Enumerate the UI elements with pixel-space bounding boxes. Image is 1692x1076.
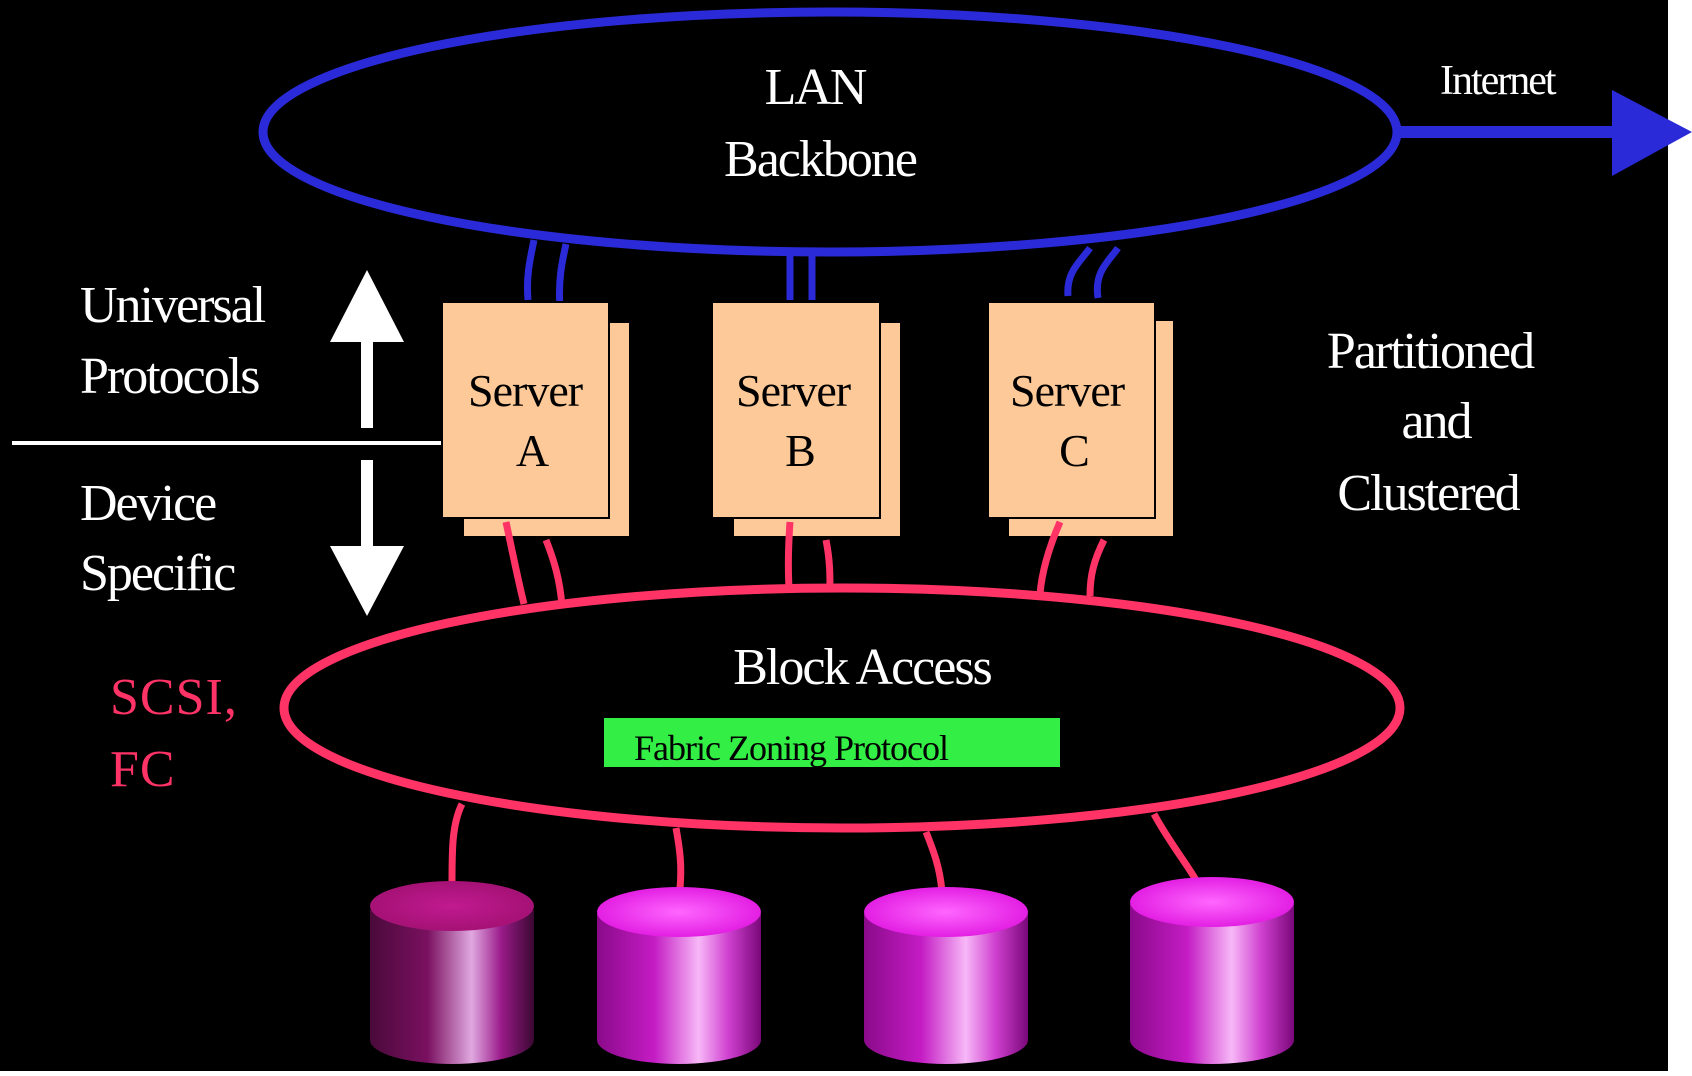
device-label: Device xyxy=(80,475,216,532)
server-c: Server C xyxy=(987,301,1175,538)
link-server-a-block-2 xyxy=(542,538,566,607)
lan-label-line1: LAN xyxy=(765,59,867,116)
server-b: Server B xyxy=(711,301,902,538)
block-access-label: Block Access xyxy=(733,639,991,696)
link-server-b-block-2 xyxy=(822,539,834,591)
fabric-zoning-bar: Fabric Zoning Protocol xyxy=(604,718,1060,768)
link-lan-server-c-1 xyxy=(1064,245,1093,297)
disk-3-body xyxy=(864,914,1028,1064)
link-block-disk-4 xyxy=(1150,812,1200,882)
universal-label: Universal xyxy=(80,277,266,334)
link-block-disk-1 xyxy=(448,802,466,885)
disk-1-body xyxy=(370,910,534,1064)
fabric-zoning-label: Fabric Zoning Protocol xyxy=(634,728,949,768)
and-label: and xyxy=(1401,393,1472,450)
down-arrow-icon xyxy=(330,460,404,616)
disk-4-top xyxy=(1130,877,1294,927)
server-a-letter: A xyxy=(516,425,549,476)
storage-cylinder-icon xyxy=(370,881,534,1064)
storage-cylinder-icon xyxy=(1130,877,1294,1064)
block-disk-links xyxy=(448,802,1200,893)
disk-2-top xyxy=(597,887,761,937)
server-c-name: Server xyxy=(1010,365,1125,416)
storage-cylinder-icon xyxy=(597,887,761,1064)
server-a: Server A xyxy=(441,301,631,538)
link-block-disk-3 xyxy=(922,830,946,893)
disk-2-body xyxy=(597,914,761,1064)
disk-1-top xyxy=(370,881,534,931)
clustered-label: Clustered xyxy=(1337,465,1520,522)
server-b-name: Server xyxy=(736,365,851,416)
partitioned-label: Partitioned xyxy=(1327,323,1535,380)
storage-cylinder-icon xyxy=(864,887,1028,1064)
specific-label: Specific xyxy=(80,545,235,602)
link-server-a-block-1 xyxy=(502,521,528,605)
link-server-b-block-1 xyxy=(784,521,794,589)
up-arrow-icon xyxy=(330,270,404,428)
fc-label: FC xyxy=(110,741,176,798)
disk-4-body xyxy=(1130,904,1294,1064)
lan-server-links xyxy=(524,239,1121,309)
server-c-letter: C xyxy=(1059,425,1089,476)
disk-3-top xyxy=(864,887,1028,937)
server-a-name: Server xyxy=(468,365,583,416)
internet-label: Internet xyxy=(1440,58,1557,104)
link-lan-server-a-1 xyxy=(524,239,538,301)
server-block-links xyxy=(502,520,1108,607)
link-block-disk-2 xyxy=(672,827,685,889)
server-b-letter: B xyxy=(785,425,815,476)
link-lan-server-a-2 xyxy=(555,243,570,309)
block-access-ellipse xyxy=(279,583,1405,833)
scsi-label: SCSI, xyxy=(110,669,238,726)
right-arrow-icon xyxy=(1397,90,1692,176)
link-lan-server-c-2 xyxy=(1093,245,1121,299)
link-server-c-block-1 xyxy=(1036,520,1064,595)
lan-label-line2: Backbone xyxy=(724,131,917,188)
link-server-c-block-2 xyxy=(1086,538,1108,597)
protocols-label: Protocols xyxy=(80,348,259,405)
